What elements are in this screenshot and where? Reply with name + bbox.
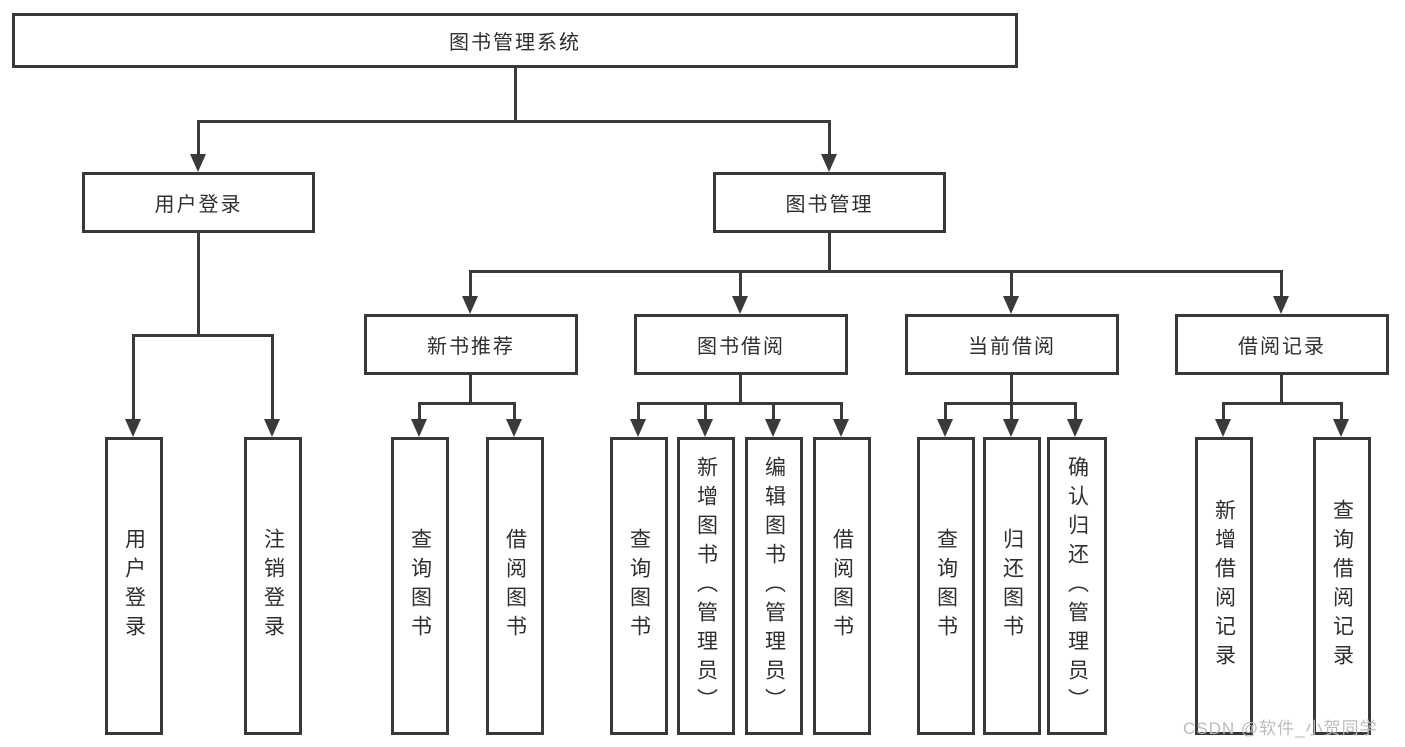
- leaf-recommend-borrow-books-label: 借阅图书: [503, 528, 527, 644]
- leaf-user-login-label: 用户登录: [122, 528, 146, 644]
- arrow-down-icon: [1273, 296, 1289, 314]
- arrow-down-icon: [1067, 419, 1083, 437]
- leaf-recommend-query-books: 查询图书: [391, 437, 449, 735]
- leaf-records-query-record-label: 查询借阅记录: [1330, 499, 1354, 673]
- arrow-down-icon: [506, 419, 522, 437]
- leaf-recommend-query-books-label: 查询图书: [408, 528, 432, 644]
- connector-drop-book-borrow: [739, 272, 742, 296]
- connector-drop-leaf: [840, 404, 843, 419]
- leaf-records-add-record-label: 新增借阅记录: [1212, 499, 1236, 673]
- connector-drop-leaf: [637, 404, 640, 419]
- node-book-borrow-label: 图书借阅: [697, 336, 785, 358]
- connector-user-login-stem: [197, 233, 200, 336]
- node-book-borrow: 图书借阅: [634, 314, 848, 375]
- arrow-down-icon: [821, 154, 837, 172]
- leaf-records-add-record: 新增借阅记录: [1195, 437, 1253, 735]
- arrow-down-icon: [630, 419, 646, 437]
- arrow-down-icon: [833, 419, 849, 437]
- csdn-watermark: CSDN @软件_小贺同学: [1183, 719, 1378, 738]
- connector-current-borrow-stem: [1010, 375, 1013, 404]
- connector-root-rail: [197, 120, 831, 123]
- connector-drop-user-login: [197, 122, 200, 154]
- arrow-down-icon: [190, 154, 206, 172]
- leaf-logout: 注销登录: [244, 437, 302, 735]
- connector-drop-leaf-user-login: [132, 336, 135, 419]
- leaf-borrow-borrow-books: 借阅图书: [813, 437, 871, 735]
- leaf-current-query-books: 查询图书: [917, 437, 975, 735]
- connector-drop-book-management: [828, 122, 831, 154]
- connector-root-stem: [514, 68, 517, 122]
- arrow-down-icon: [1333, 419, 1349, 437]
- arrow-down-icon: [462, 296, 478, 314]
- arrow-down-icon: [1215, 419, 1231, 437]
- arrow-down-icon: [765, 419, 781, 437]
- node-current-borrow: 当前借阅: [905, 314, 1119, 375]
- node-new-book-recommend: 新书推荐: [364, 314, 578, 375]
- connector-book-borrow-rail: [637, 402, 843, 405]
- node-user-login-label: 用户登录: [154, 194, 243, 216]
- leaf-borrow-query-books: 查询图书: [610, 437, 668, 735]
- connector-drop-current-borrow: [1010, 272, 1013, 296]
- connector-drop-leaf: [1074, 404, 1077, 419]
- connector-drop-leaf: [1010, 404, 1013, 419]
- connector-user-login-rail: [132, 334, 274, 337]
- leaf-current-return-books-label: 归还图书: [1000, 528, 1024, 644]
- connector-drop-leaf: [1340, 404, 1343, 419]
- node-root-label: 图书管理系统: [449, 32, 581, 54]
- arrow-down-icon: [125, 419, 141, 437]
- leaf-borrow-edit-books-admin: 编辑图书（管理员）: [745, 437, 803, 735]
- leaf-user-login: 用户登录: [105, 437, 163, 735]
- node-new-book-recommend-label: 新书推荐: [427, 336, 515, 358]
- connector-book-management-rail: [469, 270, 1283, 273]
- connector-book-management-stem: [828, 233, 831, 272]
- connector-drop-leaf: [704, 404, 707, 419]
- arrow-down-icon: [937, 419, 953, 437]
- connector-drop-leaf: [1222, 404, 1225, 419]
- node-user-login: 用户登录: [82, 172, 315, 233]
- connector-drop-leaf: [772, 404, 775, 419]
- leaf-borrow-query-books-label: 查询图书: [627, 528, 651, 644]
- connector-drop-borrow-records: [1280, 272, 1283, 296]
- leaf-borrow-add-books-admin: 新增图书（管理员）: [677, 437, 735, 735]
- leaf-borrow-add-books-admin-label: 新增图书（管理员）: [694, 455, 718, 717]
- node-current-borrow-label: 当前借阅: [968, 336, 1056, 358]
- arrow-down-icon: [411, 419, 427, 437]
- connector-drop-leaf: [944, 404, 947, 419]
- connector-borrow-records-stem: [1280, 375, 1283, 404]
- leaf-records-query-record: 查询借阅记录: [1313, 437, 1371, 735]
- leaf-current-confirm-return-admin: 确认归还（管理员）: [1047, 437, 1107, 735]
- connector-drop-new-book-recommend: [469, 272, 472, 296]
- connector-new-book-recommend-rail: [418, 402, 516, 405]
- connector-new-book-recommend-stem: [469, 375, 472, 404]
- connector-book-borrow-stem: [739, 375, 742, 404]
- arrow-down-icon: [1003, 419, 1019, 437]
- leaf-current-confirm-return-admin-label: 确认归还（管理员）: [1065, 455, 1089, 717]
- node-borrow-records-label: 借阅记录: [1238, 336, 1326, 358]
- node-book-management-label: 图书管理: [785, 194, 874, 216]
- arrow-down-icon: [1003, 296, 1019, 314]
- connector-current-borrow-rail: [944, 402, 1077, 405]
- leaf-current-query-books-label: 查询图书: [934, 528, 958, 644]
- arrow-down-icon: [697, 419, 713, 437]
- connector-drop-leaf-logout: [271, 336, 274, 419]
- leaf-current-return-books: 归还图书: [983, 437, 1041, 735]
- arrow-down-icon: [732, 296, 748, 314]
- leaf-recommend-borrow-books: 借阅图书: [486, 437, 544, 735]
- connector-drop-leaf: [418, 404, 421, 419]
- connector-borrow-records-rail: [1222, 402, 1343, 405]
- arrow-down-icon: [264, 419, 280, 437]
- node-book-management: 图书管理: [713, 172, 946, 233]
- node-root: 图书管理系统: [12, 13, 1018, 68]
- connector-drop-leaf: [513, 404, 516, 419]
- leaf-logout-label: 注销登录: [261, 528, 285, 644]
- node-borrow-records: 借阅记录: [1175, 314, 1389, 375]
- leaf-borrow-borrow-books-label: 借阅图书: [830, 528, 854, 644]
- leaf-borrow-edit-books-admin-label: 编辑图书（管理员）: [762, 455, 786, 717]
